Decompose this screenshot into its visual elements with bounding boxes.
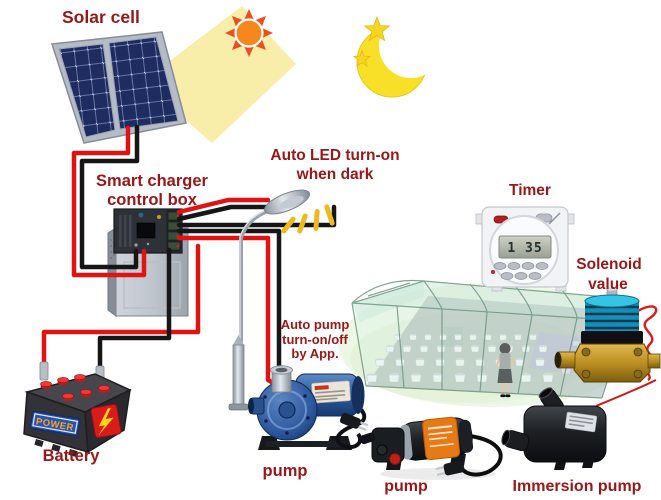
star-icon [363,15,391,42]
label-solenoid-1: Solenoid [576,256,641,273]
moon-icon [352,14,443,98]
solenoid-valve-illustration [554,287,661,383]
label-smart-charger-1: Smart charger [96,172,208,190]
wire-black-lamp-right [176,204,337,228]
wire-black-lamp [176,204,269,222]
solar-panel-illustration [51,31,187,144]
centrifugal-pump-illustration [248,365,369,450]
label-auto-pump-2: turn-on/off [282,332,348,347]
timer-illustration: 1 35 [475,206,575,292]
label-immersion-pump: Immersion pump [513,478,642,495]
diagram-labels: Solar cell Smart charger control box Aut… [43,7,642,495]
street-lamp-illustration [228,189,335,411]
lamp-head [264,189,310,215]
diaphragm-pump-illustration [359,416,503,480]
star-icon [352,49,372,67]
person-illustration [495,343,516,398]
label-auto-pump-1: Auto pump [281,317,350,332]
wire-red-lamp [176,197,271,215]
timer-buttons [493,262,549,280]
wire-black-solar [79,124,140,270]
label-pump-diaphragm: pump [384,478,428,495]
label-auto-led-2: when dark [296,166,374,183]
battery-illustration: POWER [23,361,132,457]
label-auto-pump-3: by App. [291,346,338,361]
lightning-icon [90,403,122,439]
wire-red-solar [71,125,147,278]
label-pump-centrifugal: pump [263,462,308,480]
greenhouse-frame [351,279,631,399]
immersion-pump-illustration [501,379,657,470]
circuit-board [113,208,183,254]
wire-red-battery [41,243,201,376]
battery-brand-label: POWER [29,410,81,437]
charge-controller-illustration [107,208,189,317]
battery-caps [40,374,110,401]
label-battery: Battery [43,447,101,465]
wiring [41,124,337,388]
power-plug [435,460,465,476]
light-rays [281,204,335,234]
wire-black-battery [97,247,172,378]
label-solenoid-2: value [588,276,628,293]
label-solar-cell: Solar cell [62,7,140,27]
wire-red-pump [176,235,280,388]
sun-icon [225,9,273,57]
label-smart-charger-2: control box [107,191,198,209]
power-plug [339,412,369,431]
timer-display: 1 35 [507,241,542,256]
label-auto-led-1: Auto LED turn-on [270,147,399,164]
label-timer: Timer [509,182,551,199]
